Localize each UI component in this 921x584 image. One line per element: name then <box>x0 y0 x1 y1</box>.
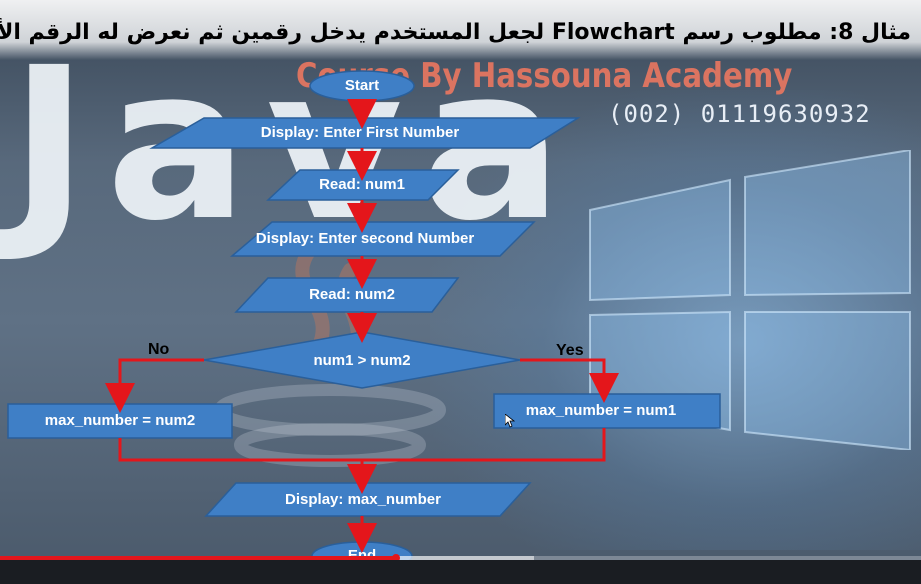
no-label: No <box>148 341 170 358</box>
header-background <box>0 0 921 60</box>
display-second-label: Display: Enter second Number <box>255 230 475 247</box>
mouse-cursor-icon <box>505 414 515 428</box>
decision-shape <box>203 331 521 389</box>
read-num2-shape <box>234 277 460 313</box>
display-second-shape <box>229 221 536 257</box>
read-num1-label: Read: num1 <box>319 176 405 193</box>
example-title: مثال 8: مطلوب رسم Flowchart لجعل المستخد… <box>0 20 911 45</box>
max-num1-label: max_number = num1 <box>525 402 677 419</box>
phone-number: (002) 01119630932 <box>608 100 871 128</box>
read-num1-shape <box>266 169 460 201</box>
played-progress <box>0 556 397 560</box>
video-progress-bar[interactable] <box>0 556 921 560</box>
player-controls-bar <box>0 560 921 584</box>
background-glow <box>430 90 921 550</box>
start-label: Start <box>344 77 380 94</box>
display-max-shape <box>204 482 532 517</box>
read-num2-label: Read: num2 <box>309 286 395 303</box>
display-max-label: Display: max_number <box>285 491 441 508</box>
display-first-label: Display: Enter First Number <box>260 124 460 141</box>
arrow-yes-branch <box>520 358 619 403</box>
arrow-no-branch <box>105 358 204 413</box>
max-num2-label: max_number = num2 <box>44 412 196 429</box>
display-first-shape <box>149 117 581 149</box>
yes-label: Yes <box>556 342 584 359</box>
condition-label: num1 > num2 <box>313 352 411 369</box>
scrubber-handle[interactable] <box>392 554 401 562</box>
